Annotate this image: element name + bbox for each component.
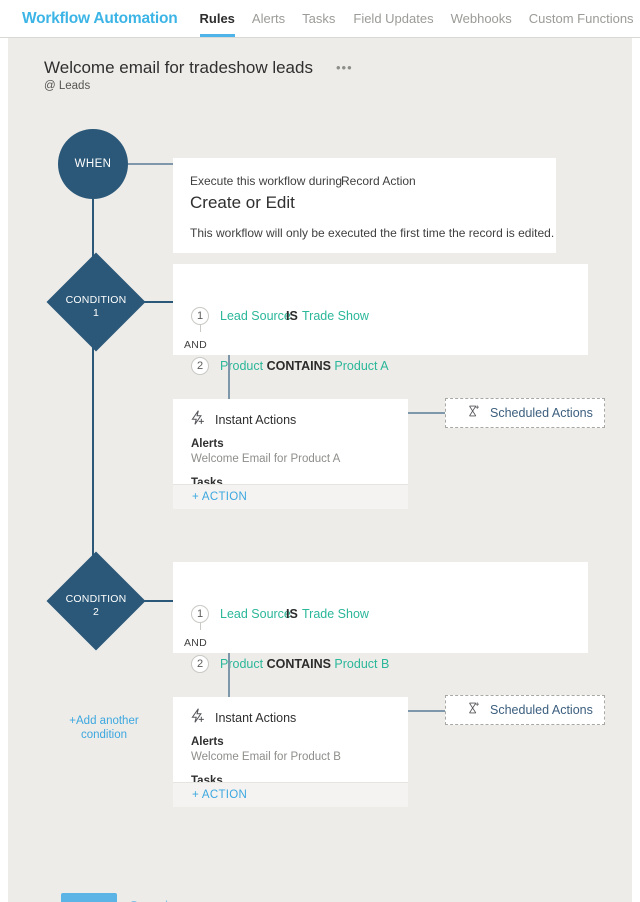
- condition-1-label-line2: 1: [92, 307, 100, 319]
- when-execute-label: Execute this workflow during: [190, 174, 343, 188]
- instant-actions-2-group-0-label: Alerts: [191, 736, 224, 748]
- instant-actions-1-add-action-label: + ACTION: [192, 491, 248, 503]
- rule-more-menu-icon[interactable]: •••: [336, 60, 353, 75]
- page-title: Welcome email for tradeshow leads: [44, 58, 313, 77]
- condition-2-label-line1: CONDITION: [65, 593, 127, 605]
- when-action-value: Create or Edit: [190, 193, 295, 212]
- when-card: Execute this workflow during Record Acti…: [173, 158, 556, 253]
- condition-2-label-line2: 2: [92, 606, 100, 618]
- condition-2-row-2-number: 2: [191, 655, 209, 673]
- instant-actions-2-group-0-value: Welcome Email for Product B: [191, 751, 341, 763]
- tab-webhooks-label: Webhooks: [450, 11, 512, 26]
- scheduled-actions-box-1[interactable]: Scheduled Actions: [445, 398, 605, 428]
- tab-tasks-label: Tasks: [302, 11, 336, 26]
- tab-webhooks[interactable]: Webhooks: [451, 0, 512, 37]
- tab-custom-functions-label: Custom Functions: [528, 11, 634, 26]
- add-condition-line2: condition: [80, 729, 128, 741]
- condition-2-join-label: AND: [184, 637, 208, 649]
- connector-condition1-to-card: [130, 301, 173, 303]
- instant-actions-2-add-action-button[interactable]: + ACTION: [173, 782, 408, 807]
- connector-condition1-to-condition2: [92, 337, 94, 601]
- instant-actions-1-group-0-label: Alerts: [191, 438, 224, 450]
- condition-2-row-2-field: Product: [220, 657, 264, 671]
- tab-custom-functions[interactable]: Custom Functions: [529, 0, 634, 37]
- condition-2-row-1-operator: IS: [286, 607, 298, 621]
- condition-1-row-2-number: 2: [191, 357, 209, 375]
- when-note: This workflow will only be executed the …: [190, 226, 555, 240]
- cancel-button[interactable]: Cancel: [129, 899, 168, 902]
- tab-rules-label: Rules: [199, 11, 235, 26]
- lightning-plus-icon: [189, 409, 206, 431]
- instant-actions-1-add-action-button[interactable]: + ACTION: [173, 484, 408, 509]
- tab-alerts[interactable]: Alerts: [252, 0, 285, 37]
- condition-2-row-2-value: Product B: [334, 657, 390, 671]
- instant-actions-2-title: Instant Actions: [215, 711, 297, 725]
- condition-1-label-line1: CONDITION: [65, 294, 127, 306]
- save-button[interactable]: Save: [61, 893, 117, 902]
- instant-actions-card-1: Instant Actions Alerts Welcome Email for…: [173, 399, 408, 509]
- condition-1-join-label: AND: [184, 339, 208, 351]
- condition-2-row-1-number: 1: [191, 605, 209, 623]
- condition-2-row-2[interactable]: 2 Product CONTAINS Product B: [191, 654, 389, 674]
- condition-2-node-label: CONDITION 2: [36, 593, 156, 619]
- add-another-condition-link[interactable]: +Add another condition: [49, 714, 159, 742]
- tab-field-updates[interactable]: Field Updates: [353, 0, 433, 37]
- instant-actions-1-title: Instant Actions: [215, 413, 297, 427]
- tab-field-updates-label: Field Updates: [353, 11, 434, 26]
- condition-1-row-2-operator: CONTAINS: [266, 359, 331, 373]
- condition-1-row-1-field: Lead Source: [220, 309, 291, 323]
- scheduled-actions-2-label: Scheduled Actions: [490, 703, 593, 717]
- when-record-action-label: Record Action: [341, 174, 416, 188]
- app-brand-title: Workflow Automation: [22, 9, 178, 27]
- instant-actions-1-group-0-value: Welcome Email for Product A: [191, 453, 341, 465]
- condition-1-row-2[interactable]: 2 Product CONTAINS Product A: [191, 356, 389, 376]
- connector-condition2-to-card: [130, 600, 173, 602]
- condition-1-row-2-field: Product: [220, 359, 264, 373]
- condition-1-row-1-number: 1: [191, 307, 209, 325]
- connector-when-to-card: [128, 163, 173, 165]
- scheduled-actions-box-2[interactable]: Scheduled Actions: [445, 695, 605, 725]
- condition-1-node-label: CONDITION 1: [36, 294, 156, 320]
- condition-1-row-1-value: Trade Show: [302, 309, 369, 323]
- workflow-canvas: Welcome email for tradeshow leads ••• @ …: [8, 38, 632, 902]
- instant-actions-2-add-action-label: + ACTION: [192, 789, 248, 801]
- condition-2-row-2-operator: CONTAINS: [266, 657, 331, 671]
- connector-when-to-condition1: [92, 199, 94, 302]
- scheduled-actions-1-label: Scheduled Actions: [490, 406, 593, 420]
- instant-actions-2-header: Instant Actions: [189, 707, 296, 729]
- connector-card2-to-instant-actions-2: [228, 653, 230, 702]
- hourglass-plus-icon: [466, 404, 480, 423]
- tab-alerts-label: Alerts: [251, 11, 286, 26]
- tab-rules[interactable]: Rules: [199, 0, 235, 37]
- condition-1-row-1-operator: IS: [286, 309, 298, 323]
- condition-1-row-2-text: Product CONTAINS Product A: [220, 359, 389, 373]
- hourglass-plus-icon: [466, 701, 480, 720]
- tab-active-underline: [199, 34, 235, 37]
- lightning-plus-icon: [189, 707, 206, 729]
- tab-tasks[interactable]: Tasks: [302, 0, 335, 37]
- connector-instant-to-scheduled-1: [408, 412, 445, 414]
- condition-2-row-1-value: Trade Show: [302, 607, 369, 621]
- when-node[interactable]: WHEN: [58, 129, 128, 199]
- rule-module-label: @ Leads: [44, 80, 91, 92]
- condition-2-row-2-text: Product CONTAINS Product B: [220, 657, 389, 671]
- instant-actions-1-header: Instant Actions: [189, 409, 296, 431]
- top-navigation-bar: Workflow Automation Rules Alerts Tasks F…: [0, 0, 640, 38]
- instant-actions-card-2: Instant Actions Alerts Welcome Email for…: [173, 697, 408, 807]
- condition-2-row-1-field: Lead Source: [220, 607, 291, 621]
- connector-instant-to-scheduled-2: [408, 710, 445, 712]
- condition-1-row-2-value: Product A: [334, 359, 389, 373]
- connector-card1-to-instant-actions-1: [228, 355, 230, 404]
- add-condition-line1: +Add another: [69, 715, 139, 727]
- when-node-label: WHEN: [74, 158, 112, 170]
